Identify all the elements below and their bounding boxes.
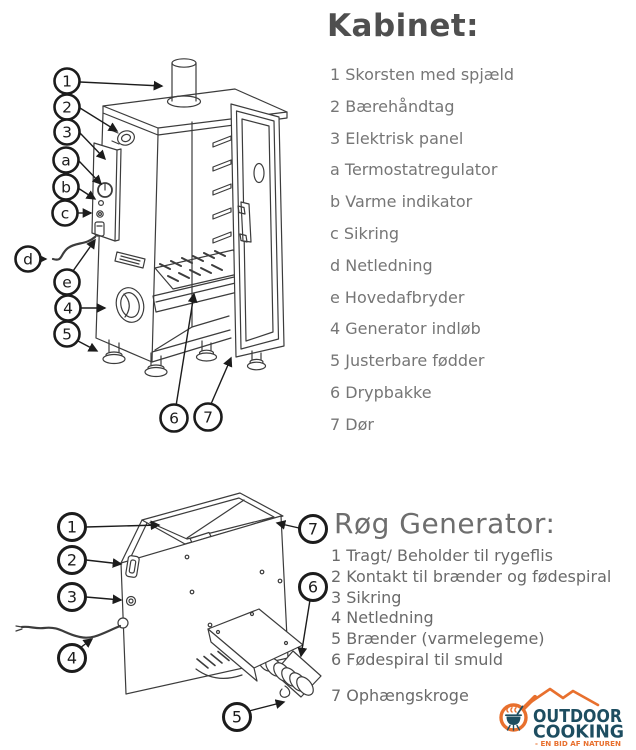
callout-4: 4 bbox=[54, 294, 82, 322]
heat-indicator-lamp bbox=[97, 200, 104, 207]
list-item: 6 Fødespiral til smuld bbox=[331, 649, 504, 669]
svg-text:3: 3 bbox=[67, 588, 77, 607]
list-item: 3 Elektrisk panel bbox=[330, 128, 464, 148]
callout-6: 6 bbox=[159, 403, 189, 433]
list-item: 4 Netledning bbox=[331, 608, 434, 628]
door-handle bbox=[237, 201, 252, 243]
main-switch bbox=[94, 221, 105, 237]
list-item: 1 Tragt/ Beholder til rygeflis bbox=[331, 546, 553, 565]
svg-text:d: d bbox=[23, 251, 33, 269]
svg-text:6: 6 bbox=[308, 578, 318, 597]
callout-d: d bbox=[14, 245, 42, 273]
callout-e: e bbox=[53, 268, 81, 296]
chimney bbox=[166, 58, 202, 108]
gen-callout-5: 5 bbox=[222, 702, 252, 732]
logo-tagline: - EN BID AF NATUREN bbox=[535, 740, 621, 748]
list-item: 5 Brænder (varmelegeme) bbox=[331, 629, 545, 649]
callout-3: 3 bbox=[53, 118, 81, 146]
svg-text:1: 1 bbox=[67, 518, 77, 537]
fuse bbox=[125, 595, 137, 607]
list-item: 1 Skorsten med spjæld bbox=[330, 65, 515, 84]
svg-text:c: c bbox=[61, 205, 70, 223]
callout-2: 2 bbox=[53, 93, 81, 121]
list-item: 7 Ophængskroge bbox=[331, 685, 469, 705]
door bbox=[230, 103, 285, 371]
logo-text-line2: COOKING bbox=[533, 723, 624, 743]
svg-text:4: 4 bbox=[67, 649, 77, 668]
cabinet-leader-lines bbox=[37, 80, 233, 407]
gen-callout-2: 2 bbox=[57, 545, 87, 575]
feed-spiral bbox=[257, 652, 314, 696]
svg-text:2: 2 bbox=[67, 551, 77, 570]
list-item: 3 Sikring bbox=[331, 587, 402, 607]
list-item: 7 Dør bbox=[330, 414, 374, 434]
list-item: 6 Drypbakke bbox=[330, 382, 432, 402]
callout-5: 5 bbox=[53, 320, 81, 348]
list-item: 4 Generator indløb bbox=[330, 319, 481, 339]
generator-inlet-port bbox=[115, 287, 145, 323]
svg-text:a: a bbox=[61, 152, 71, 170]
burner-tube bbox=[207, 608, 322, 698]
list-item: 2 Bærehåndtag bbox=[330, 96, 455, 116]
thermostat-knob bbox=[97, 182, 113, 198]
list-item: 2 Kontakt til brænder og fødespiral bbox=[331, 566, 612, 586]
svg-text:b: b bbox=[61, 179, 71, 197]
svg-text:7: 7 bbox=[308, 520, 318, 539]
svg-text:1: 1 bbox=[62, 73, 72, 91]
gen-callout-6: 6 bbox=[298, 572, 328, 602]
generator-leader-lines bbox=[79, 520, 311, 712]
svg-text:e: e bbox=[62, 274, 72, 292]
list-item: e Hovedafbryder bbox=[330, 287, 465, 307]
cabinet-title: Kabinet: bbox=[327, 8, 480, 44]
gen-callout-3: 3 bbox=[57, 582, 87, 612]
vent-slats bbox=[195, 648, 243, 679]
generator-title: Røg Generator: bbox=[334, 507, 556, 540]
gen-callout-1: 1 bbox=[57, 512, 87, 542]
svg-text:5: 5 bbox=[232, 708, 242, 727]
callout-a: a bbox=[52, 146, 80, 174]
door-latch-hole bbox=[253, 162, 265, 184]
power-switch bbox=[125, 555, 140, 578]
mountain-icon bbox=[520, 687, 600, 712]
generator-parts-list: 1 Tragt/ Beholder til rygeflis 2 Kontakt… bbox=[331, 546, 611, 707]
list-item: b Varme indikator bbox=[330, 192, 473, 212]
grill-badge-icon bbox=[499, 703, 528, 732]
callout-1: 1 bbox=[53, 67, 81, 95]
callout-7: 7 bbox=[193, 402, 223, 432]
svg-text:4: 4 bbox=[63, 300, 73, 318]
svg-text:2: 2 bbox=[62, 99, 72, 117]
svg-text:7: 7 bbox=[203, 409, 213, 427]
svg-text:3: 3 bbox=[62, 124, 72, 142]
shelf-rails bbox=[212, 135, 232, 244]
electrical-panel bbox=[91, 142, 122, 242]
gen-callout-7: 7 bbox=[298, 514, 328, 544]
fuse bbox=[96, 210, 104, 218]
gen-callout-4: 4 bbox=[57, 643, 87, 673]
hopper bbox=[120, 492, 284, 566]
power-cord bbox=[15, 617, 129, 639]
callout-b: b bbox=[52, 173, 80, 201]
vent-louver bbox=[114, 251, 146, 269]
hook bbox=[279, 685, 291, 698]
list-item: d Netledning bbox=[330, 255, 433, 275]
list-item: 5 Justerbare fødder bbox=[330, 351, 485, 371]
carry-handle bbox=[110, 129, 135, 146]
outdoor-cooking-logo: OUTDOOR COOKING - EN BID AF NATUREN bbox=[499, 687, 624, 748]
callout-c: c bbox=[51, 199, 79, 227]
svg-text:6: 6 bbox=[169, 410, 179, 428]
cabinet-parts-list: 1 Skorsten med spjæld 2 Bærehåndtag 3 El… bbox=[330, 59, 514, 441]
cabinet-diagram: 1 2 3 a b c d e 4 5 6 7 bbox=[14, 58, 288, 433]
smoke-generator-diagram: 1 2 3 4 5 6 7 bbox=[15, 492, 328, 732]
logo-text-line1: OUTDOOR bbox=[533, 707, 622, 727]
svg-text:5: 5 bbox=[62, 326, 72, 344]
list-item: a Termostatregulator bbox=[330, 160, 498, 180]
adjustable-feet bbox=[102, 339, 218, 378]
list-item: c Sikring bbox=[330, 223, 400, 243]
